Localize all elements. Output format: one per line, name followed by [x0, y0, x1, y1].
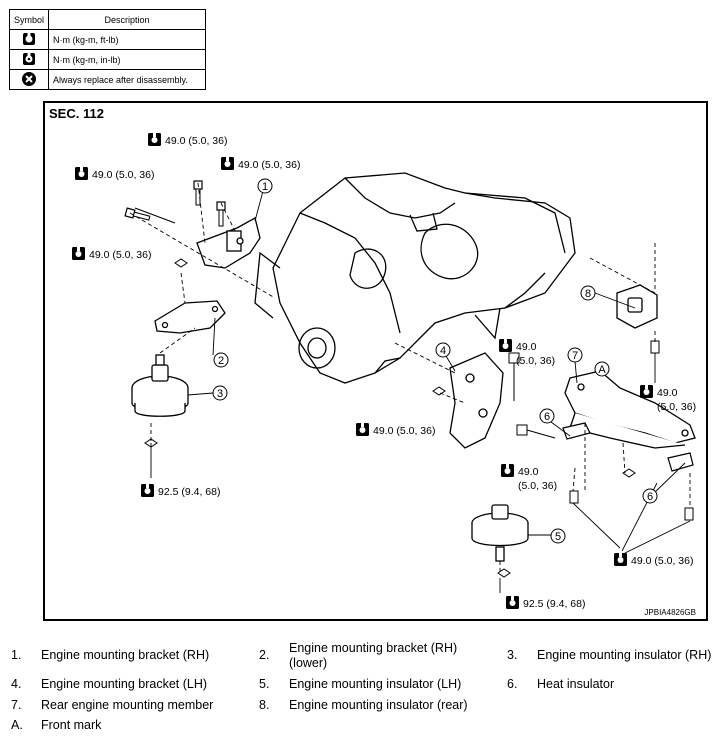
- callout-3: 3: [212, 385, 228, 401]
- rear-engine-mounting-member: [564, 370, 696, 449]
- heat-insulator: [562, 422, 694, 472]
- replace-icon: [22, 71, 36, 86]
- diagram-drawing: 1 2 3 4 5 6 6 7 8 A 49.0 (5.0, 36) 49.0 …: [72, 133, 696, 610]
- svg-text:(5.0, 36): (5.0, 36): [518, 480, 557, 492]
- symbol-description: N·m (kg-m, in-lb): [48, 49, 206, 70]
- callouts: 1 2 3 4 5 6 6 7 8 A: [212, 178, 658, 544]
- torque-4: 49.0 (5.0, 36): [72, 247, 151, 261]
- svg-text:5: 5: [555, 531, 561, 543]
- torque-specs: 49.0 (5.0, 36) 49.0 (5.0, 36) 49.0 (5.0,…: [72, 133, 696, 610]
- torque-11: 92.5 (9.4, 68): [506, 596, 585, 610]
- torque-wrench-small-icon: [23, 51, 35, 65]
- table-row: Always replace after disassembly.: [9, 69, 206, 90]
- table-row: N·m (kg-m, ft-lb): [9, 29, 206, 50]
- svg-text:6: 6: [647, 491, 653, 503]
- symbol-description: Always replace after disassembly.: [48, 69, 206, 90]
- symbol-table: Symbol Description N·m (kg-m, ft-lb) N·m…: [9, 9, 206, 90]
- torque-2: 49.0 (5.0, 36): [221, 157, 300, 171]
- leader-lines: [129, 182, 691, 571]
- torque-9: 49.0 (5.0, 36): [614, 553, 693, 567]
- svg-text:49.0 (5.0, 36): 49.0 (5.0, 36): [89, 249, 151, 261]
- engine-mount-diagram: 1 2 3 4 5 6 6 7 8 A 49.0 (5.0, 36) 49.0 …: [43, 101, 708, 621]
- engine-mounting-bracket-rh-lower: [154, 300, 226, 334]
- image-code: JPBIA4826GB: [644, 608, 696, 617]
- svg-text:49.0 (5.0, 36): 49.0 (5.0, 36): [631, 555, 693, 567]
- callout-8: 8: [580, 285, 596, 301]
- description-column-header: Description: [48, 9, 206, 30]
- engine-assembly: [254, 172, 576, 384]
- svg-text:49.0: 49.0: [657, 387, 678, 399]
- callout-6a: 6: [539, 408, 555, 424]
- svg-text:3: 3: [217, 388, 223, 400]
- svg-text:4: 4: [440, 345, 446, 357]
- svg-text:A: A: [598, 364, 606, 376]
- torque-6: 49.0 (5.0, 36): [356, 423, 435, 437]
- callout-7: 7: [567, 347, 583, 363]
- torque-5: 49.0 (5.0, 36): [499, 339, 555, 367]
- torque-10: 92.5 (9.4, 68): [141, 484, 220, 498]
- svg-text:49.0 (5.0, 36): 49.0 (5.0, 36): [238, 159, 300, 171]
- svg-text:2: 2: [218, 355, 224, 367]
- bolts: [124, 180, 694, 578]
- svg-text:92.5 (9.4, 68): 92.5 (9.4, 68): [158, 486, 220, 498]
- svg-text:8: 8: [585, 288, 591, 300]
- torque-wrench-icon: [23, 31, 35, 45]
- engine-mounting-insulator-rh: [131, 354, 189, 417]
- symbol-description: N·m (kg-m, ft-lb): [48, 29, 206, 50]
- torque-3: 49.0 (5.0, 36): [75, 167, 154, 181]
- svg-text:49.0 (5.0, 36): 49.0 (5.0, 36): [92, 169, 154, 181]
- callout-6b: 6: [642, 488, 658, 504]
- table-row: N·m (kg-m, in-lb): [9, 49, 206, 70]
- svg-text:7: 7: [572, 350, 578, 362]
- engine-mounting-bracket-rh: [196, 217, 261, 269]
- svg-text:6: 6: [544, 411, 550, 423]
- svg-text:92.5 (9.4, 68): 92.5 (9.4, 68): [523, 598, 585, 610]
- svg-text:49.0 (5.0, 36): 49.0 (5.0, 36): [165, 135, 227, 147]
- callout-1: 1: [257, 178, 273, 194]
- symbol-table-header: Symbol Description: [9, 9, 206, 30]
- callout-4: 4: [435, 342, 451, 358]
- svg-text:(5.0, 36): (5.0, 36): [657, 401, 696, 413]
- engine-mounting-insulator-rear: [616, 284, 658, 329]
- symbol-column-header: Symbol: [9, 9, 49, 30]
- engine-mounting-bracket-lh: [449, 352, 504, 449]
- callout-5: 5: [550, 528, 566, 544]
- svg-text:(5.0, 36): (5.0, 36): [516, 355, 555, 367]
- svg-text:49.0 (5.0, 36): 49.0 (5.0, 36): [373, 425, 435, 437]
- svg-text:49.0: 49.0: [516, 341, 537, 353]
- svg-text:1: 1: [262, 181, 268, 193]
- callout-front-mark: A: [594, 361, 610, 377]
- svg-text:49.0: 49.0: [518, 466, 539, 478]
- engine-mounting-insulator-lh: [471, 504, 529, 562]
- torque-7: 49.0 (5.0, 36): [501, 464, 557, 492]
- callout-2: 2: [213, 352, 229, 368]
- section-label: SEC. 112: [49, 106, 104, 121]
- torque-8: 49.0 (5.0, 36): [640, 385, 696, 413]
- torque-1: 49.0 (5.0, 36): [148, 133, 227, 147]
